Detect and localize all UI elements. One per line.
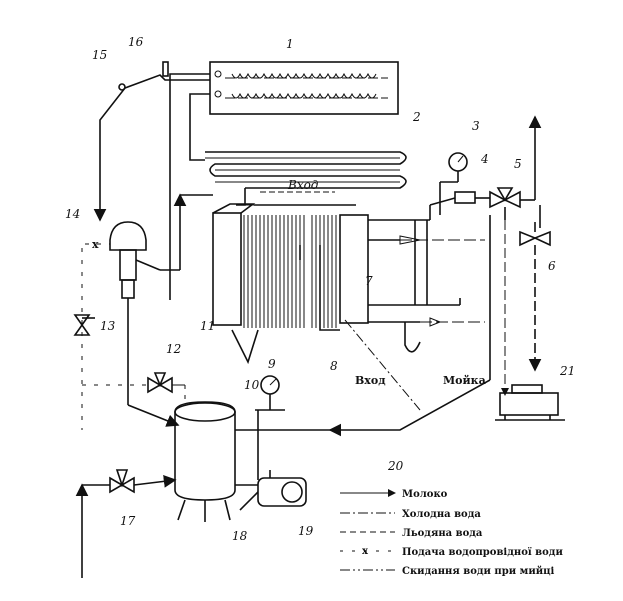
legend-item-0: Молоко	[402, 489, 448, 500]
label-7: 7	[365, 274, 373, 288]
label-2: 2	[412, 110, 421, 124]
label-3: 3	[472, 119, 480, 133]
component-12-valve	[147, 372, 186, 405]
component-18-tank	[174, 401, 330, 522]
component-5-threeway-valve	[489, 115, 542, 396]
label-vkhod-bottom: Вход	[355, 374, 386, 387]
component-6-valve	[519, 205, 551, 372]
component-17-valve	[75, 469, 177, 578]
label-11: 11	[200, 319, 215, 333]
label-9: 9	[268, 357, 276, 371]
component-11-plate-exchanger	[212, 203, 369, 365]
label-6: 6	[548, 259, 556, 273]
label-14: 14	[65, 207, 80, 221]
label-vkhod-top: Вход	[287, 178, 319, 192]
label-20: 20	[387, 459, 404, 473]
input-top: Вход	[260, 178, 335, 193]
legend-item-3: Подача водопровідної води	[402, 547, 563, 558]
legend-item-2: Льодяна вода	[402, 528, 483, 539]
svg-text:x: x	[362, 546, 369, 557]
component-19-pump	[239, 470, 307, 511]
component-4-filter	[429, 191, 490, 206]
label-1: 1	[286, 37, 294, 51]
label-moika: Мойка	[443, 374, 486, 387]
legend-item-1: Холодна вода	[402, 509, 481, 520]
label-4: 4	[480, 152, 489, 166]
component-10-gauge	[255, 375, 285, 480]
label-16: 16	[128, 35, 144, 49]
label-17: 17	[120, 514, 136, 528]
label-19: 19	[298, 524, 314, 538]
label-15: 15	[92, 48, 107, 62]
label-18: 18	[232, 529, 248, 543]
component-3-gauge	[439, 152, 468, 215]
label-13: 13	[100, 319, 116, 333]
legend-item-4: Скидання води при мийці	[402, 566, 555, 577]
svg-text:x: x	[92, 238, 99, 251]
component-14-float	[109, 193, 213, 427]
label-12: 12	[166, 342, 181, 356]
component-21-pump	[495, 384, 565, 421]
label-5: 5	[514, 157, 522, 171]
label-21: 21	[559, 364, 575, 378]
numbers: 1 2 3 4 5 6 7 8 9 10 11 12 13 14 15 16 1…	[65, 35, 575, 543]
component-13-valve	[73, 314, 95, 336]
legend: Молоко Холодна вода Льодяна вода x Подач…	[340, 489, 563, 577]
exchanger-outlets	[368, 205, 485, 353]
component-1-holder	[209, 61, 399, 115]
pipe-top-left	[93, 61, 210, 222]
label-10: 10	[244, 378, 260, 392]
component-20-return-line	[328, 215, 491, 437]
component-2-coil	[205, 151, 407, 189]
label-8: 8	[330, 359, 338, 373]
tap-water-line: x	[81, 238, 150, 430]
